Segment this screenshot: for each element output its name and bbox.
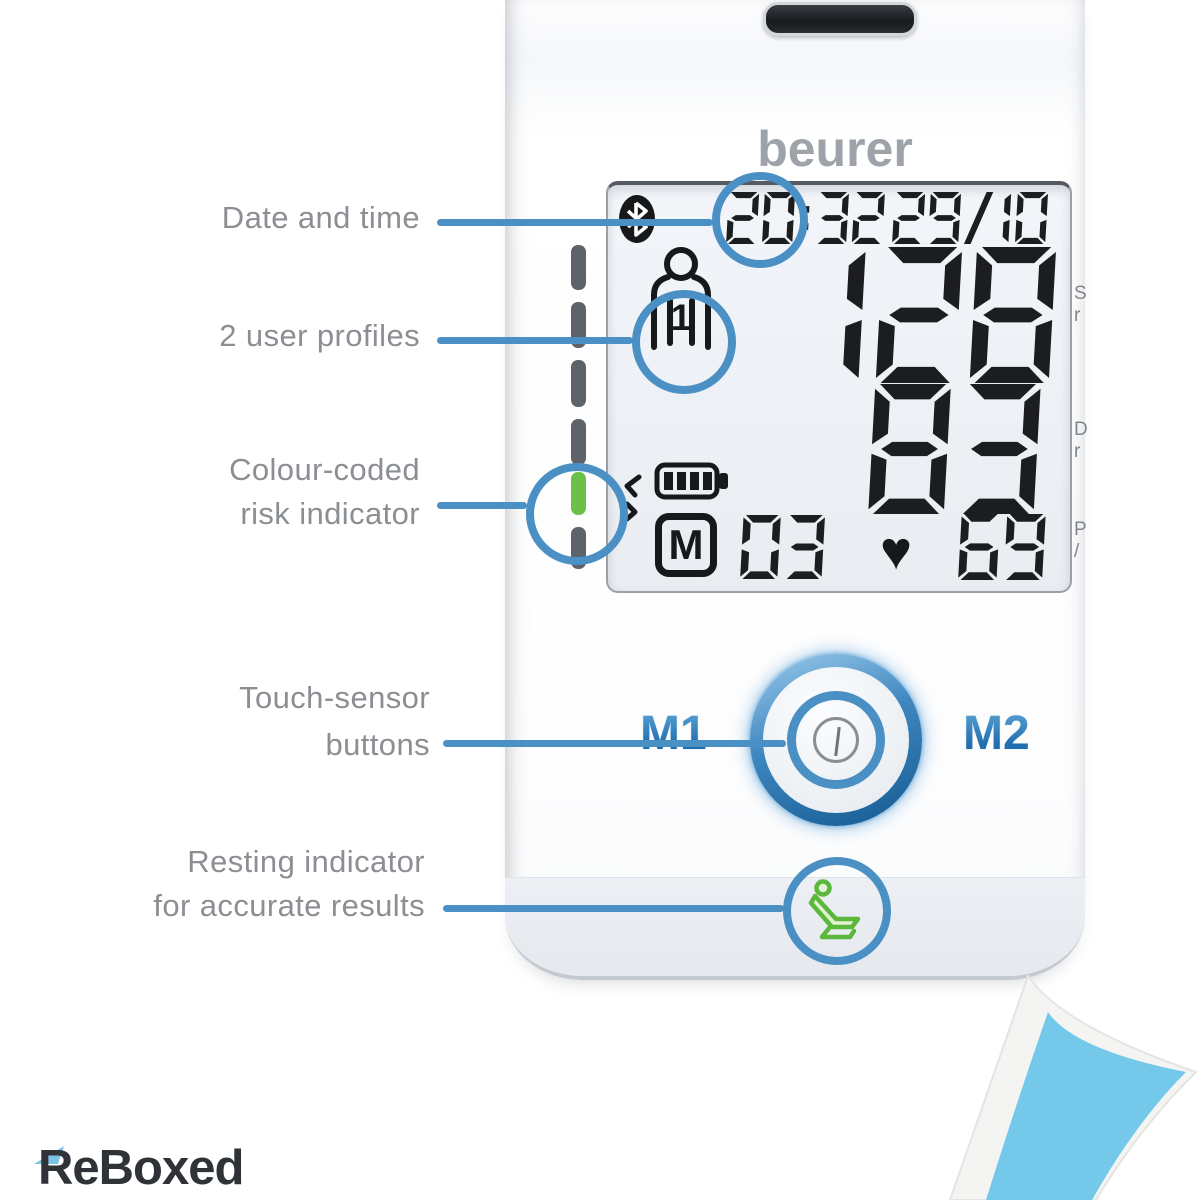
connector-line-date-time	[437, 219, 713, 226]
annotation-circle-date-time	[712, 172, 808, 268]
memory-letter: M	[668, 521, 704, 568]
reboxed-watermark: ReBoxed	[38, 1141, 244, 1195]
annotation-circle-user-profiles	[632, 290, 736, 394]
lcd-date	[892, 192, 1055, 244]
reboxed-logo-accent	[30, 1138, 70, 1166]
connector-line-resting-indicator	[443, 905, 784, 912]
page-curl-graphic	[940, 960, 1200, 1200]
lcd-memory-count	[740, 515, 833, 579]
heart-icon: ♥	[880, 521, 913, 581]
risk-indicator-segment	[571, 302, 586, 348]
m1-button[interactable]: M1	[640, 707, 707, 760]
annotation-circle-risk-indicator	[526, 463, 628, 565]
m2-button[interactable]: M2	[963, 707, 1030, 760]
connector-line-touch-buttons	[443, 740, 786, 747]
cuff-connector-slot	[763, 2, 917, 36]
beurer-logo: beurer	[757, 121, 913, 177]
lcd-diastolic-value	[868, 384, 1057, 514]
memory-icon: M	[655, 513, 717, 577]
connector-line-risk-indicator	[437, 502, 527, 509]
callout-user-profiles: 2 user profiles	[219, 318, 420, 353]
lcd-systolic-value	[826, 247, 1073, 383]
annotation-circle-touch-button	[787, 691, 885, 789]
annotation-circle-resting-indicator	[783, 857, 891, 965]
risk-indicator-segment	[571, 419, 586, 465]
risk-indicator-segment	[571, 360, 586, 407]
battery-icon	[654, 461, 730, 501]
callout-date-time: Date and time	[221, 200, 420, 235]
pulse-label-fragment: P/	[1074, 519, 1087, 562]
risk-indicator-segment	[571, 245, 586, 290]
connector-line-user-profiles	[437, 337, 633, 344]
movement-indicator-icon	[621, 474, 643, 522]
lcd-pulse-value	[958, 514, 1054, 580]
